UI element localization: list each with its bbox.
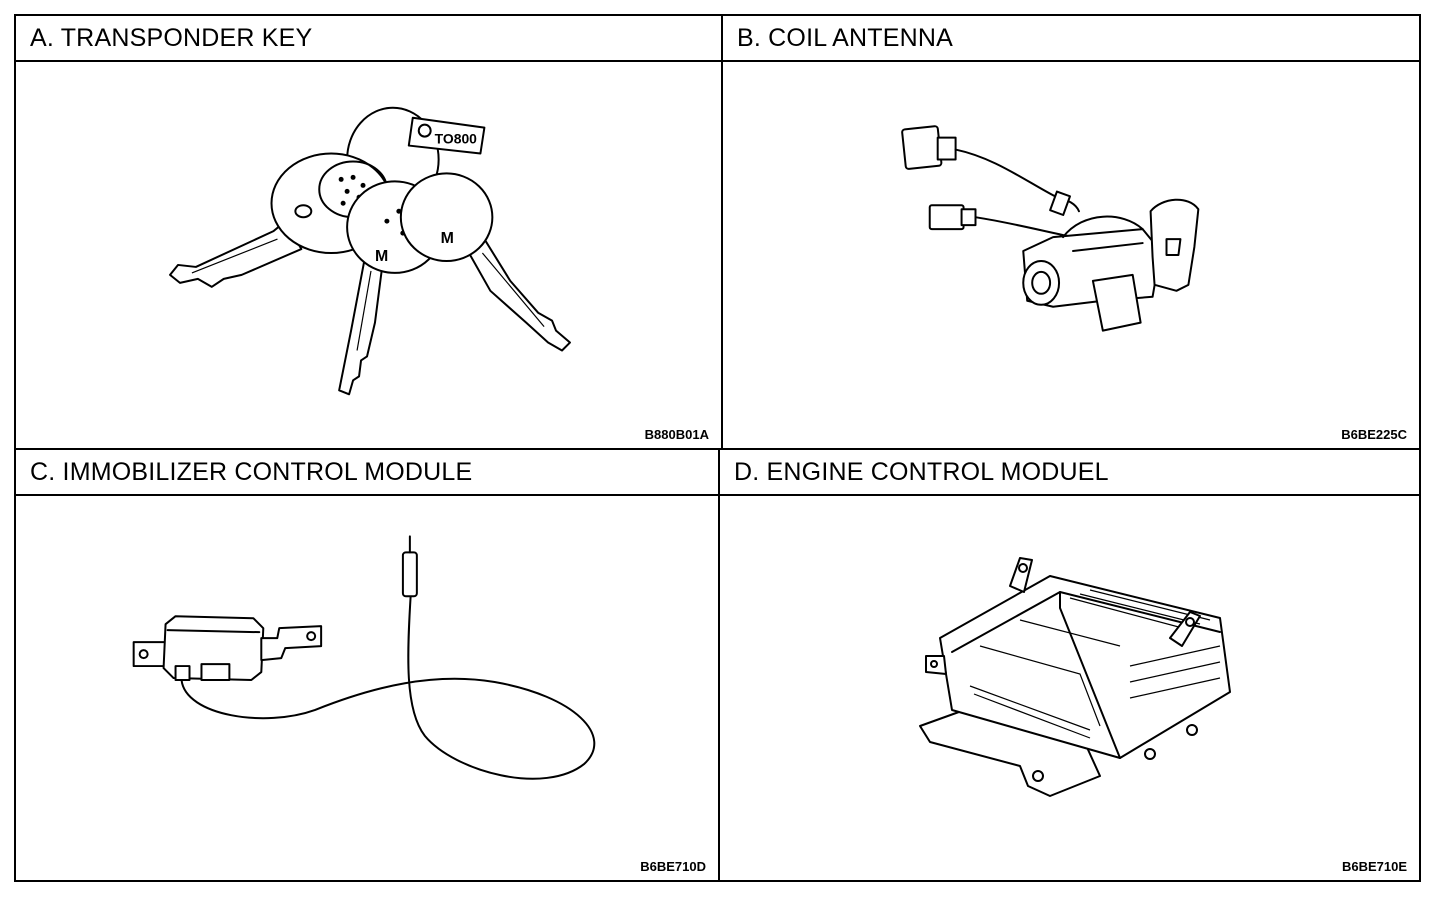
ecm-housing [939,575,1231,759]
panel-title: B. COIL ANTENNA [737,24,954,52]
ecm-bolt [1186,724,1198,736]
figure-code: B6BE710D [640,859,706,874]
key-middle-mark: M [375,248,388,265]
panel-header: D. ENGINE CONTROL MODUEL [720,450,1419,496]
coil-antenna-drawing [901,125,1200,332]
engine-control-module-illustration [720,496,1419,880]
panel-engine-control-module: D. ENGINE CONTROL MODUEL [720,450,1419,880]
immobilizer-module-body [162,615,265,682]
panel-coil-antenna: B. COIL ANTENNA [723,16,1419,450]
key-tag: TO800 [407,116,486,155]
antenna-connector-lower [928,204,977,231]
figure-code: B6BE225C [1341,427,1407,442]
panel-title: C. IMMOBILIZER CONTROL MODULE [30,458,473,486]
figure-code: B6BE710E [1341,859,1407,874]
figure-grid: A. TRANSPONDER KEY TO800 [14,14,1421,882]
mounting-bracket-right [260,625,323,662]
key-right: M [399,172,571,352]
key-right-mark: M [441,230,454,247]
transponder-key-drawing: TO800 [169,106,571,396]
immobilizer-module-illustration [16,496,718,880]
ecm-bolt [1144,748,1156,760]
antenna-connector-upper [901,125,957,170]
coil-antenna-illustration [723,62,1419,448]
ecm-mount-tab [1169,611,1201,647]
engine-control-module-drawing [919,557,1231,797]
panel-immobilizer-control-module: C. IMMOBILIZER CONTROL MODULE [16,450,720,880]
antenna-probe [401,535,418,598]
panel-transponder-key: A. TRANSPONDER KEY TO800 [16,16,723,450]
panel-header: A. TRANSPONDER KEY [16,16,721,62]
key-tag-label: TO800 [435,131,478,147]
panel-header: C. IMMOBILIZER CONTROL MODULE [16,450,718,496]
ignition-cylinder-assembly [1022,198,1200,332]
antenna-wire [974,216,1074,239]
panel-title: A. TRANSPONDER KEY [30,24,313,52]
panel-header: B. COIL ANTENNA [723,16,1419,62]
panel-title: D. ENGINE CONTROL MODUEL [734,458,1109,486]
figure-code: B880B01A [644,427,709,442]
antenna-wire [954,148,1080,213]
transponder-key-illustration: TO800 [16,62,721,448]
immobilizer-module-drawing [132,535,596,780]
antenna-cable [180,591,596,780]
